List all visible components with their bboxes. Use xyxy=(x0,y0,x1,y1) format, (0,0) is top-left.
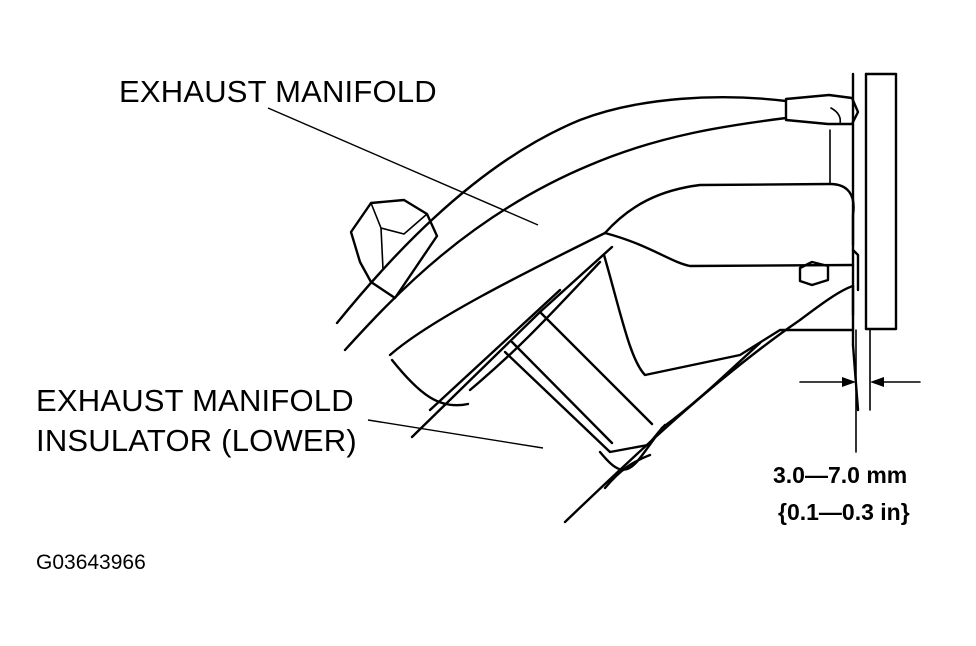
label-exhaust-manifold: EXHAUST MANIFOLD xyxy=(119,74,437,109)
exhaust-manifold-body xyxy=(335,96,860,407)
insulator-leader-line xyxy=(367,419,544,449)
figure-code: G03643966 xyxy=(36,551,146,574)
label-insulator-line1: EXHAUST MANIFOLD xyxy=(36,383,354,418)
clearance-dimension xyxy=(799,329,921,453)
label-insulator-line2: INSULATOR (LOWER) xyxy=(36,423,357,458)
manifold-stud xyxy=(349,198,439,300)
flange-bolt xyxy=(798,260,830,287)
bracket xyxy=(784,93,860,185)
mounting-flange xyxy=(851,72,898,331)
insulator-lower xyxy=(410,245,860,524)
manifold-leader-line xyxy=(267,107,539,226)
clearance-spec-mm: 3.0—7.0 mm xyxy=(773,462,908,488)
clearance-spec-in: {0.1—0.3 in} xyxy=(778,499,910,525)
